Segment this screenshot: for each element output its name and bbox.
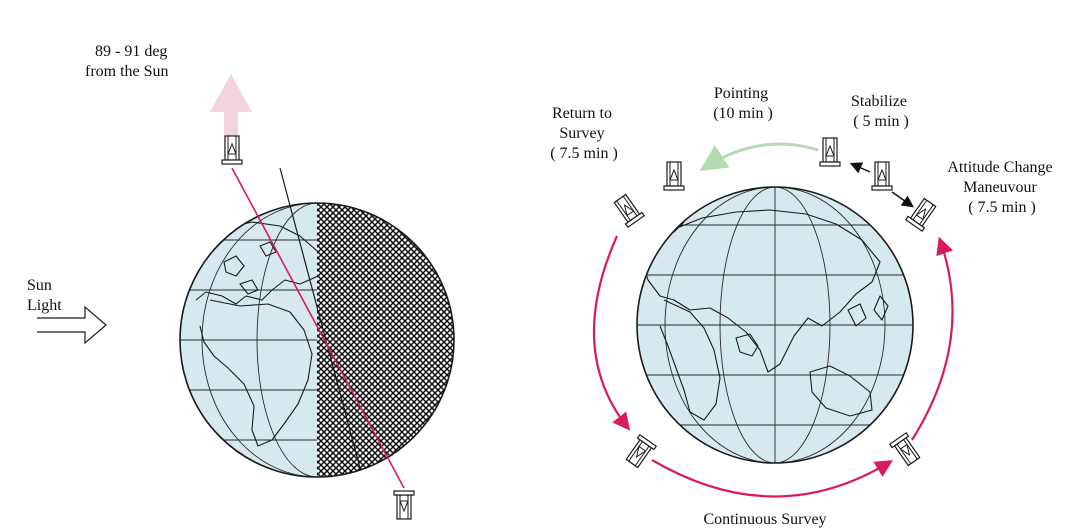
stabilize-label: Stabilize ( 5 min ) bbox=[851, 93, 911, 130]
pointing-label-line-1: Pointing bbox=[714, 85, 768, 102]
orbit-arc-bottom bbox=[651, 459, 894, 498]
orbit-line bbox=[231, 167, 405, 489]
earth-axis bbox=[279, 167, 361, 469]
satellite-icon-return bbox=[663, 161, 685, 191]
satellite-icon-bottom bbox=[393, 490, 415, 520]
return-label-line-2: Survey bbox=[559, 125, 604, 142]
satellite-icon-pointing bbox=[819, 137, 841, 167]
survey-label: Continuous Survey bbox=[703, 511, 826, 528]
away-arrow-icon bbox=[210, 74, 252, 157]
satellite-icon-stabilize bbox=[871, 161, 893, 191]
sun-arrow-icon bbox=[37, 305, 107, 345]
return-label-line-3: ( 7.5 min ) bbox=[550, 145, 618, 162]
satellite-icon-attitude bbox=[905, 196, 939, 232]
orbit-arc-left bbox=[592, 235, 631, 431]
maneuver-arrow bbox=[891, 191, 914, 208]
left-panel: 89 - 91 deg from the Sun bbox=[27, 43, 455, 520]
return-label: Return to Survey ( 7.5 min ) bbox=[550, 105, 618, 162]
right-globe-outline bbox=[636, 186, 914, 464]
stabilize-label-line-2: ( 5 min ) bbox=[853, 113, 909, 130]
attitude-label-line-3: ( 7.5 min ) bbox=[968, 199, 1036, 216]
night-side bbox=[317, 203, 454, 477]
left-globe-outline bbox=[179, 202, 455, 478]
right-panel: Return to Survey ( 7.5 min ) Pointing (1… bbox=[550, 85, 1056, 528]
stabilize-label-line-1: Stabilize bbox=[851, 93, 907, 110]
away-label-line-2: from the Sun bbox=[85, 63, 169, 80]
away-label: 89 - 91 deg from the Sun bbox=[85, 43, 171, 80]
satellite-icon-lower-left bbox=[623, 434, 657, 470]
attitude-label-line-1: Attitude Change bbox=[947, 159, 1052, 176]
satellite-icon-top bbox=[221, 135, 243, 165]
attitude-label: Attitude Change Maneuvour ( 7.5 min ) bbox=[947, 159, 1056, 216]
stabilize-arrow bbox=[849, 162, 871, 174]
return-label-line-1: Return to bbox=[552, 105, 612, 122]
orbit-arc-right bbox=[911, 236, 954, 441]
sun-label-line-1: Sun bbox=[27, 277, 52, 294]
sun-label: Sun Light bbox=[27, 277, 62, 314]
left-globe-grid bbox=[180, 203, 454, 477]
pointing-arc bbox=[699, 142, 819, 171]
satellite-icon-left bbox=[611, 192, 645, 228]
away-label-line-1: 89 - 91 deg bbox=[95, 43, 167, 60]
sun-label-line-2: Light bbox=[27, 297, 62, 314]
pointing-label-line-2: (10 min ) bbox=[713, 105, 773, 122]
pointing-label: Pointing (10 min ) bbox=[713, 85, 773, 122]
right-globe-grid bbox=[637, 187, 913, 463]
attitude-label-line-2: Maneuvour bbox=[963, 179, 1037, 196]
satellite-icon-lower-right bbox=[889, 432, 923, 468]
